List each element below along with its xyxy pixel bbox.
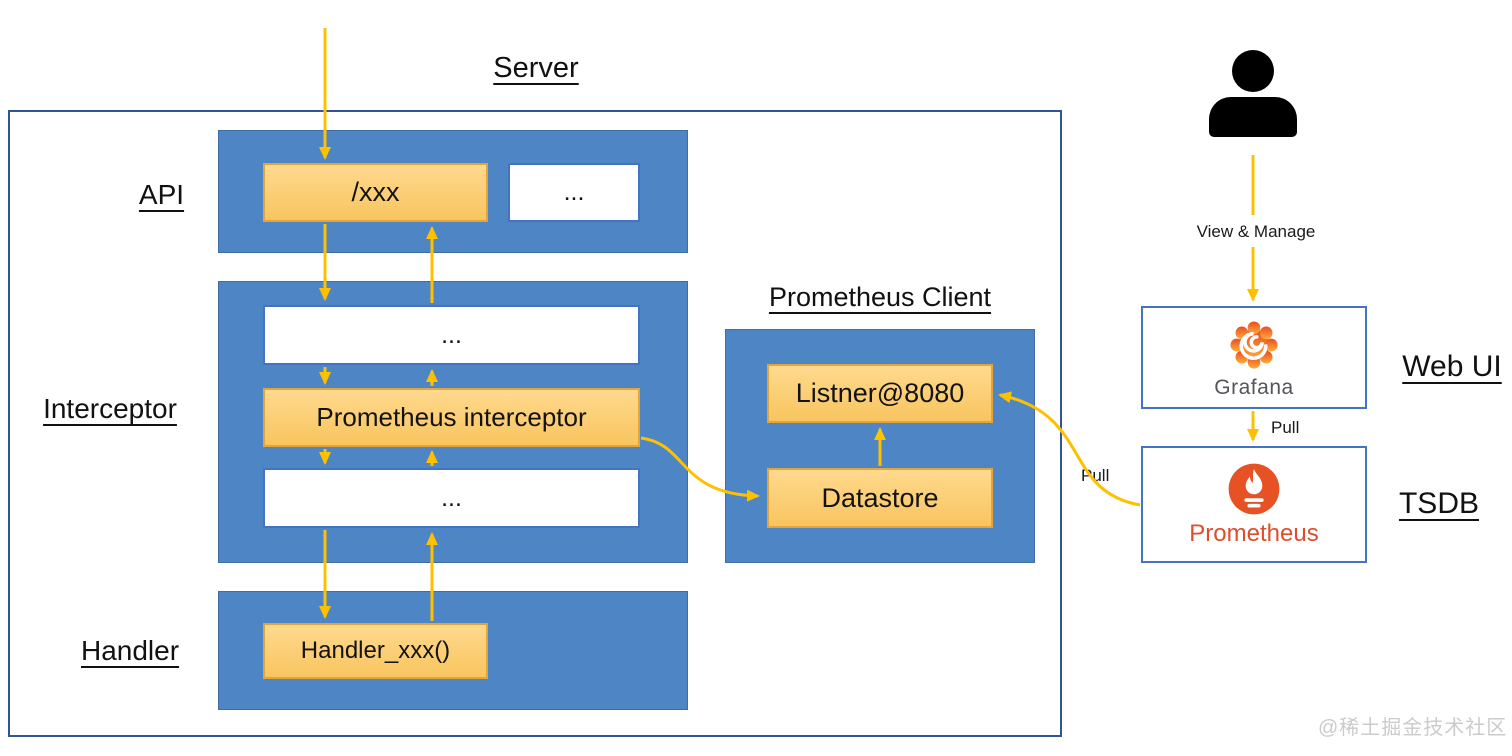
- interceptor-post-node: ...: [263, 468, 640, 528]
- server-title: Server: [493, 52, 579, 84]
- tsdb-label: TSDB: [1398, 487, 1479, 520]
- interceptor-pre-node: ...: [263, 305, 640, 365]
- prometheus-interceptor-node: Prometheus interceptor: [263, 388, 640, 447]
- datastore-node: Datastore: [767, 468, 993, 528]
- pull-prometheus-label: Pull: [1081, 466, 1110, 485]
- grafana-logo-icon: [1225, 316, 1283, 374]
- user-icon: [1232, 50, 1274, 92]
- api-more-node: ...: [508, 163, 640, 222]
- web-ui-label: Web UI: [1402, 350, 1502, 383]
- watermark: @稀土掘金技术社区: [1318, 717, 1508, 739]
- handler-label: Handler: [80, 635, 180, 666]
- prometheus-client-title: Prometheus Client: [768, 282, 992, 312]
- pull-grafana-label: Pull: [1271, 418, 1300, 437]
- prometheus-card: Prometheus: [1141, 446, 1367, 563]
- prometheus-logo-icon: [1226, 461, 1282, 517]
- prometheus-logo-text: Prometheus: [1189, 520, 1319, 547]
- grafana-card: Grafana: [1141, 306, 1367, 409]
- api-label: API: [138, 179, 185, 210]
- user-icon-body: [1209, 97, 1297, 137]
- listener-node: Listner@8080: [767, 364, 993, 423]
- api-route-node: /xxx: [263, 163, 488, 222]
- handler-node: Handler_xxx(): [263, 623, 488, 679]
- view-manage-label: View & Manage: [1196, 222, 1316, 241]
- interceptor-label: Interceptor: [43, 393, 177, 424]
- grafana-logo-text: Grafana: [1214, 375, 1294, 399]
